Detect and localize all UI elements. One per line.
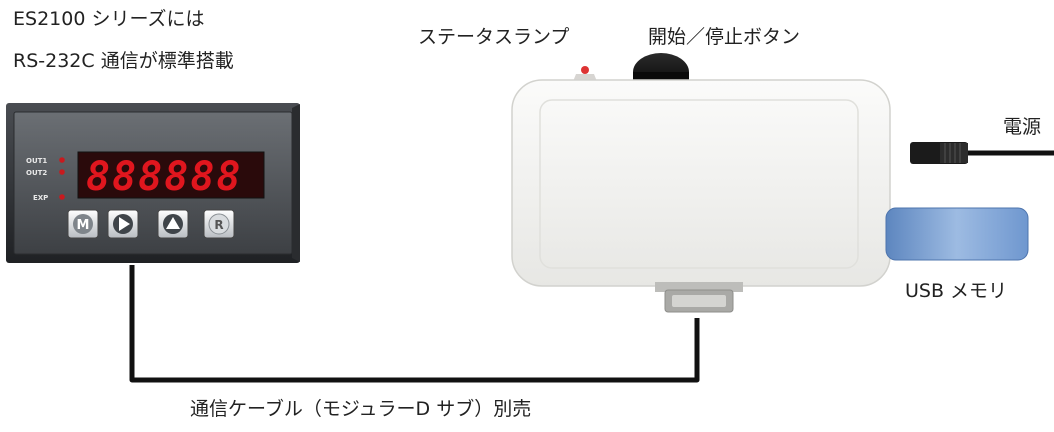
start-stop-button-label: 開始／停止ボタン (648, 26, 801, 48)
cable-label: 通信ケーブル（モジュラーD サブ）別売 (190, 398, 532, 420)
meter-display: 888888 (86, 154, 243, 200)
meter-button-m[interactable]: M (67, 209, 99, 239)
meter-button-play[interactable] (107, 209, 139, 239)
dsub-connector (655, 282, 743, 313)
usb-memory-label: USB メモリ (905, 280, 1008, 302)
led-label-exp: EXP (33, 194, 48, 202)
communication-cable (129, 265, 700, 383)
led-label-out2: OUT2 (26, 169, 47, 177)
meter-caption-line2: RS-232C 通信が標準搭載 (13, 50, 234, 72)
meter-button-r-label: R (214, 218, 223, 232)
panel-meter: 888888 OUT1 OUT2 EXP M R (6, 103, 300, 263)
up-triangle-icon (166, 217, 180, 229)
logger-box (511, 53, 891, 313)
status-lamp-label: ステータスランプ (418, 26, 570, 48)
meter-caption-line1: ES2100 シリーズには (13, 8, 205, 30)
play-icon (119, 217, 130, 231)
power-cable (910, 142, 1054, 164)
meter-button-m-label: M (77, 218, 90, 233)
meter-button-r[interactable]: R (203, 209, 235, 239)
led-label-out1: OUT1 (26, 157, 47, 165)
power-label: 電源 (1003, 116, 1042, 138)
meter-led-group: OUT1 OUT2 EXP (26, 157, 65, 202)
usb-memory (885, 207, 1029, 261)
meter-button-up[interactable] (157, 209, 189, 239)
